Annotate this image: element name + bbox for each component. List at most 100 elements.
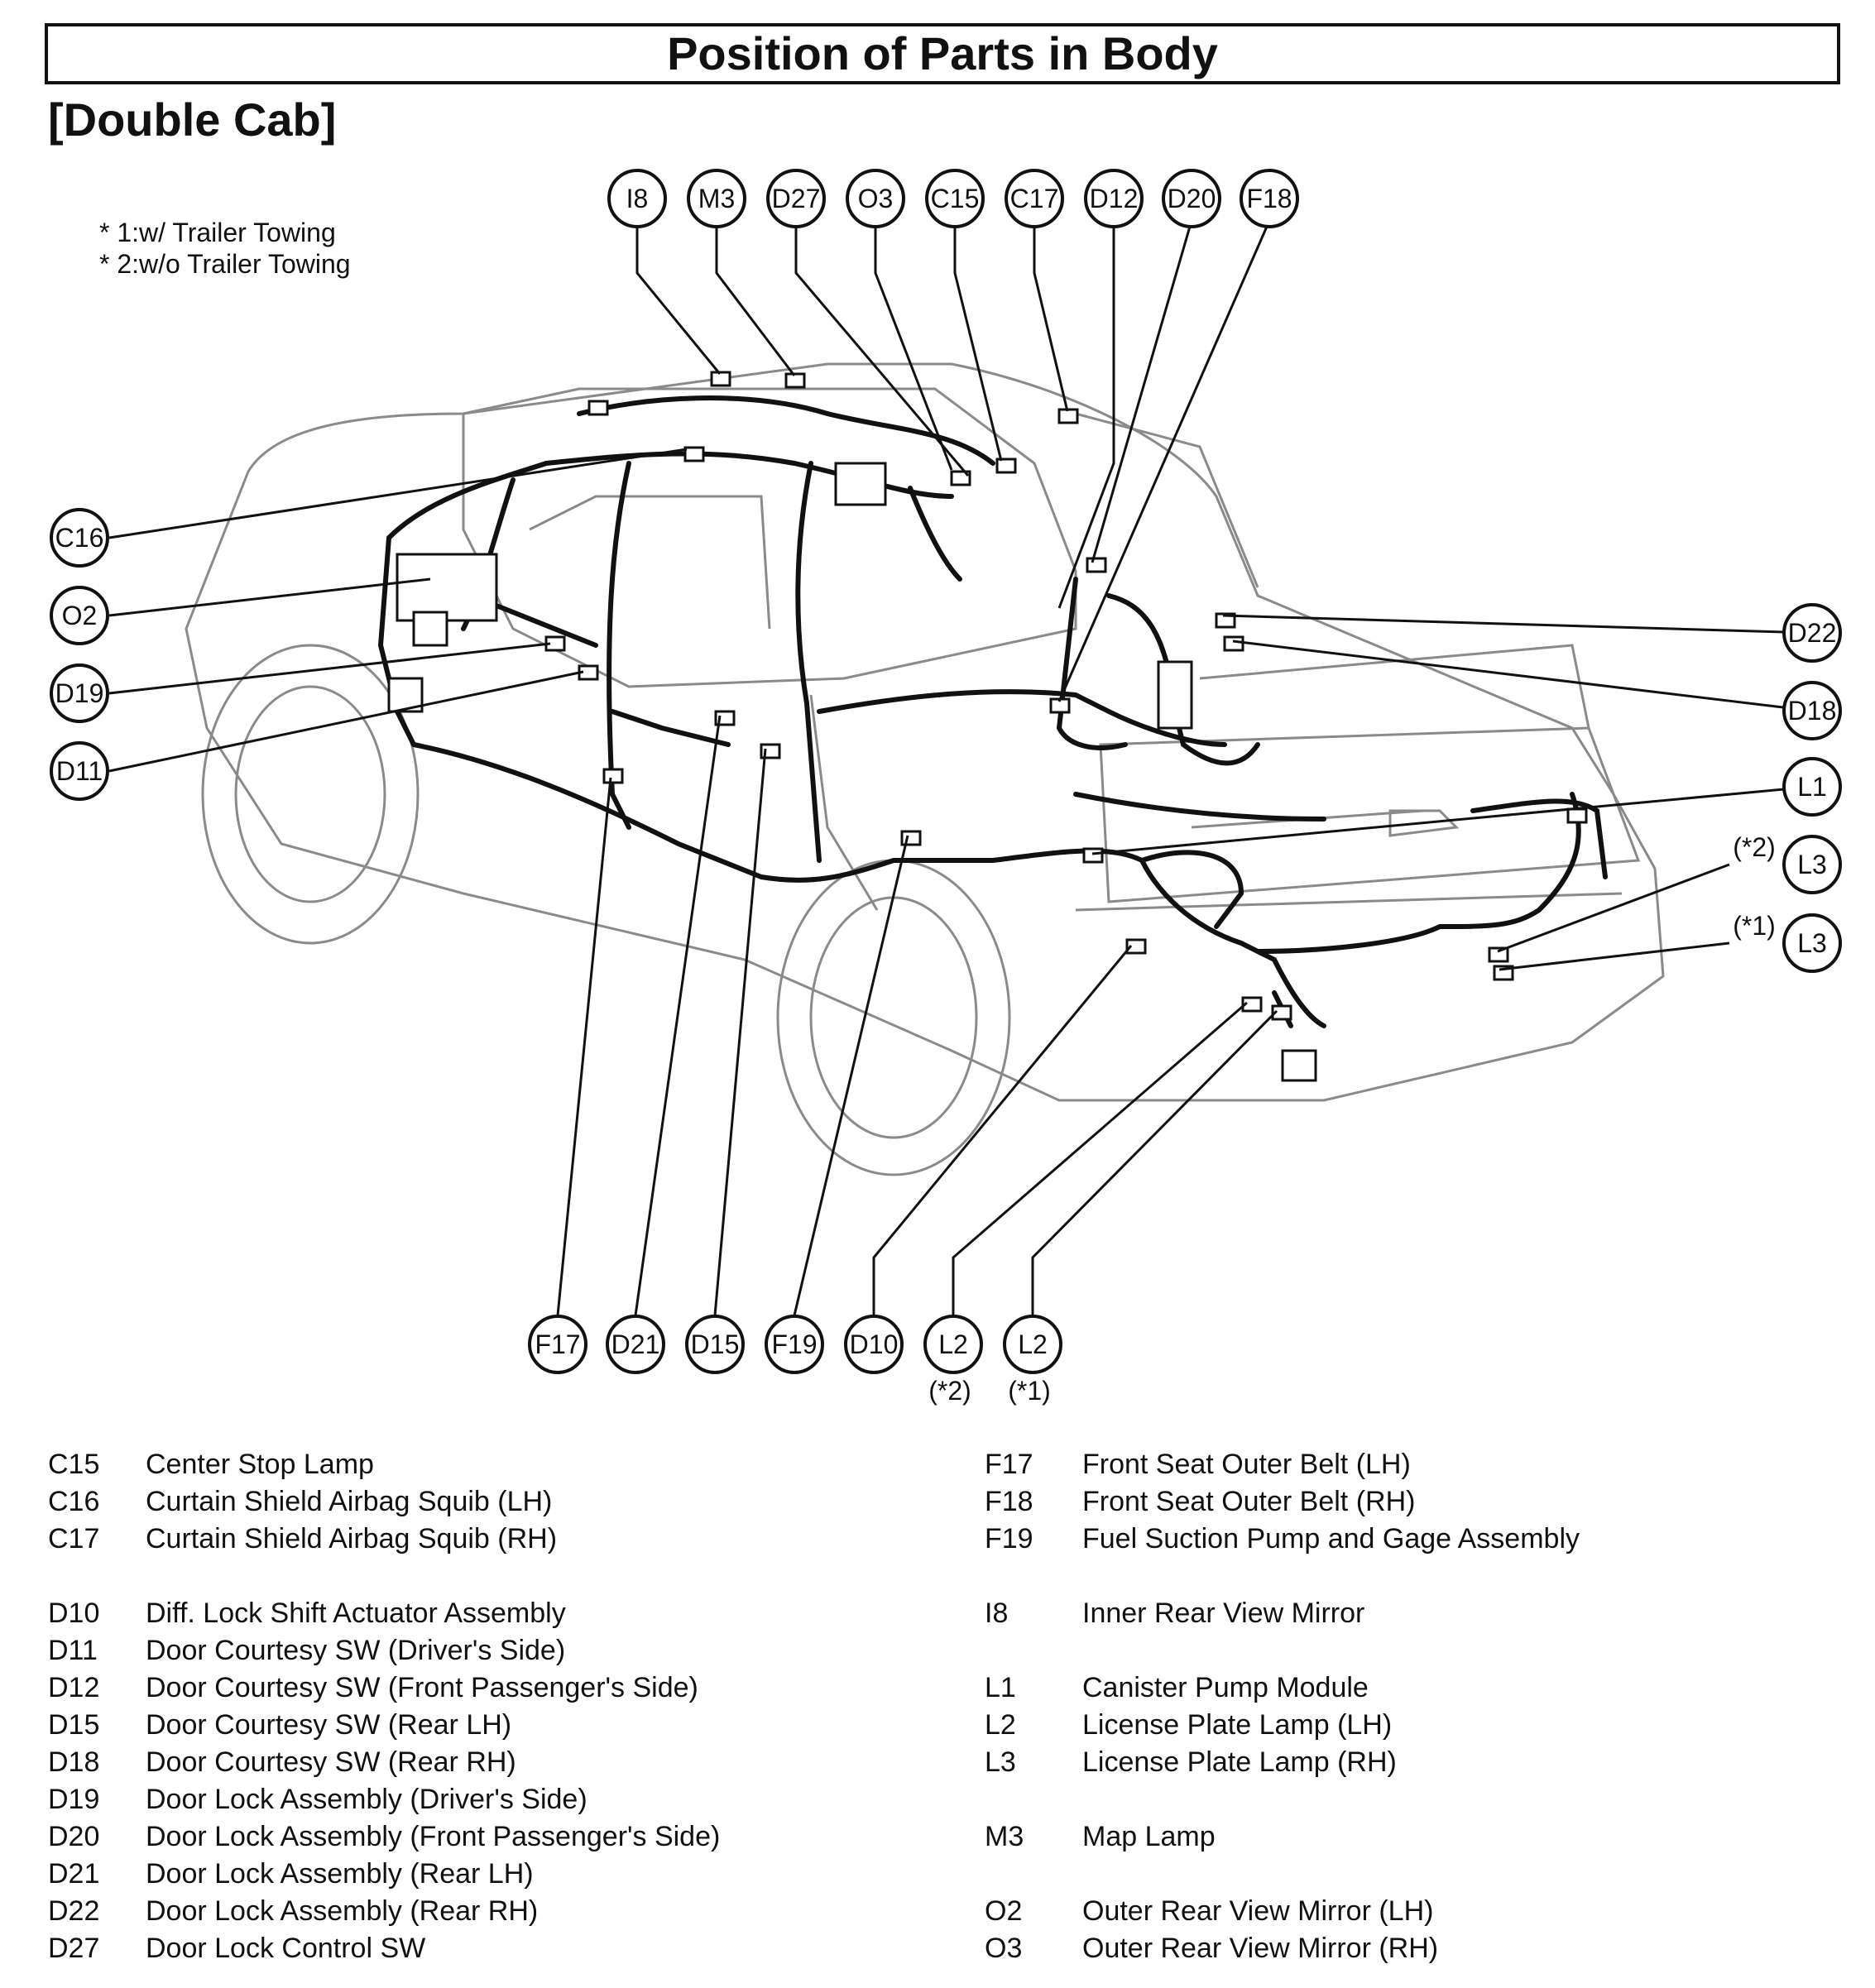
- callout-D12: D12: [1084, 169, 1144, 228]
- part-description: Inner Rear View Mirror: [1082, 1598, 1365, 1629]
- part-description: Door Courtesy SW (Driver's Side): [146, 1635, 566, 1666]
- part-description: Curtain Shield Airbag Squib (LH): [146, 1486, 553, 1517]
- callout-label: D10: [850, 1329, 899, 1359]
- part-code: O3: [985, 1933, 1023, 1964]
- part-description: Center Stop Lamp: [146, 1449, 374, 1480]
- part-code: M3: [985, 1821, 1024, 1852]
- part-description: Door Courtesy SW (Rear LH): [146, 1709, 512, 1741]
- part-description: Map Lamp: [1082, 1821, 1216, 1852]
- callout-C15: C15: [925, 169, 985, 228]
- part-description: Door Courtesy SW (Front Passenger's Side…: [146, 1672, 698, 1703]
- callout-D21: D21: [606, 1315, 665, 1374]
- callout-F19: F19: [765, 1315, 824, 1374]
- part-code: L3: [985, 1746, 1016, 1778]
- part-description: Outer Rear View Mirror (RH): [1082, 1933, 1439, 1964]
- part-code: D18: [48, 1746, 100, 1778]
- title-box: Position of Parts in Body: [45, 23, 1840, 84]
- part-description: Door Lock Control SW: [146, 1933, 426, 1964]
- page-subtitle: [Double Cab]: [48, 93, 337, 146]
- part-description: Diff. Lock Shift Actuator Assembly: [146, 1598, 566, 1629]
- part-code: D10: [48, 1598, 100, 1629]
- part-code: D27: [48, 1933, 100, 1964]
- callout-label: D20: [1168, 184, 1216, 213]
- callout-label: D12: [1090, 184, 1139, 213]
- part-code: D12: [48, 1672, 100, 1703]
- callout-L3-without-trailer: L3: [1782, 835, 1842, 894]
- part-code: I8: [985, 1598, 1009, 1629]
- leader-lines: [108, 220, 1811, 1316]
- callout-D20: D20: [1162, 169, 1221, 228]
- callout-label: D15: [691, 1329, 740, 1359]
- callout-F17: F17: [528, 1315, 587, 1374]
- part-description: Front Seat Outer Belt (RH): [1082, 1486, 1416, 1517]
- part-code: D22: [48, 1895, 100, 1927]
- callout-M3: M3: [687, 169, 746, 228]
- footnotes: * 1:w/ Trailer Towing * 2:w/o Trailer To…: [99, 217, 351, 280]
- callout-label: D22: [1788, 618, 1837, 648]
- part-description: Door Lock Assembly (Rear RH): [146, 1895, 539, 1927]
- callout-label: C17: [1010, 184, 1059, 213]
- part-code: L1: [985, 1672, 1016, 1703]
- part-code: C17: [48, 1523, 100, 1554]
- callout-label: F18: [1246, 184, 1292, 213]
- note-2: * 2:w/o Trailer Towing: [99, 249, 351, 279]
- callout-label: I8: [626, 184, 649, 213]
- callout-L2-without-trailer: L2: [923, 1315, 983, 1374]
- callout-label: M3: [698, 184, 735, 213]
- callout-C17: C17: [1005, 169, 1064, 228]
- callout-L1: L1: [1782, 757, 1842, 817]
- part-description: Curtain Shield Airbag Squib (RH): [146, 1523, 558, 1554]
- callout-note-L2-without-trailer: (*2): [928, 1376, 971, 1406]
- part-description: License Plate Lamp (RH): [1082, 1746, 1397, 1778]
- part-description: Front Seat Outer Belt (LH): [1082, 1449, 1411, 1480]
- part-description: Door Courtesy SW (Rear RH): [146, 1746, 516, 1778]
- callout-label: D27: [772, 184, 821, 213]
- part-description: License Plate Lamp (LH): [1082, 1709, 1393, 1741]
- callout-label: L3: [1797, 850, 1827, 879]
- callout-label: C16: [55, 523, 104, 553]
- callout-note-L3-without-trailer: (*2): [1733, 832, 1776, 862]
- callout-note-L2-with-trailer: (*1): [1008, 1376, 1051, 1406]
- part-code: C16: [48, 1486, 100, 1517]
- callout-D15: D15: [685, 1315, 745, 1374]
- callout-label: O3: [858, 184, 894, 213]
- note-1: * 1:w/ Trailer Towing: [99, 218, 336, 247]
- callout-label: F19: [771, 1329, 817, 1359]
- part-description: Door Lock Assembly (Front Passenger's Si…: [146, 1821, 721, 1852]
- callout-D27: D27: [766, 169, 826, 228]
- part-description: Door Lock Assembly (Driver's Side): [146, 1784, 587, 1815]
- callout-I8: I8: [607, 169, 667, 228]
- part-code: F18: [985, 1486, 1033, 1517]
- page-title: Position of Parts in Body: [667, 27, 1218, 79]
- part-code: O2: [985, 1895, 1023, 1927]
- callout-D11: D11: [50, 741, 109, 801]
- callout-D22: D22: [1782, 603, 1842, 663]
- callout-F18: F18: [1240, 169, 1299, 228]
- callouts-layer: I8 M3 D27 O3 C15 C17 D12 D20 F18 C16 O2: [50, 169, 1842, 1406]
- callout-label: D18: [1788, 696, 1837, 726]
- truck-diagram: [108, 220, 1811, 1316]
- callout-label: C15: [931, 184, 980, 213]
- callout-D19: D19: [50, 663, 109, 723]
- part-code: F17: [985, 1449, 1033, 1480]
- callout-D10: D10: [844, 1315, 904, 1374]
- part-code: D15: [48, 1709, 100, 1741]
- part-code: D21: [48, 1858, 100, 1890]
- callout-L3-with-trailer: L3: [1782, 913, 1842, 973]
- part-code: D11: [48, 1635, 98, 1666]
- callout-label: F17: [535, 1329, 580, 1359]
- callout-label: D19: [55, 678, 104, 708]
- part-code: L2: [985, 1709, 1016, 1741]
- part-code: C15: [48, 1449, 100, 1480]
- callout-label: L3: [1797, 928, 1827, 958]
- part-code: F19: [985, 1523, 1033, 1554]
- part-description: Canister Pump Module: [1082, 1672, 1369, 1703]
- callout-O2: O2: [50, 586, 109, 645]
- callout-label: L2: [938, 1329, 968, 1359]
- part-description: Fuel Suction Pump and Gage Assembly: [1082, 1523, 1580, 1554]
- part-description: Door Lock Assembly (Rear LH): [146, 1858, 534, 1890]
- callout-label: O2: [62, 601, 98, 630]
- callout-D18: D18: [1782, 681, 1842, 740]
- part-code: D19: [48, 1784, 100, 1815]
- callout-L2-with-trailer: L2: [1003, 1315, 1062, 1374]
